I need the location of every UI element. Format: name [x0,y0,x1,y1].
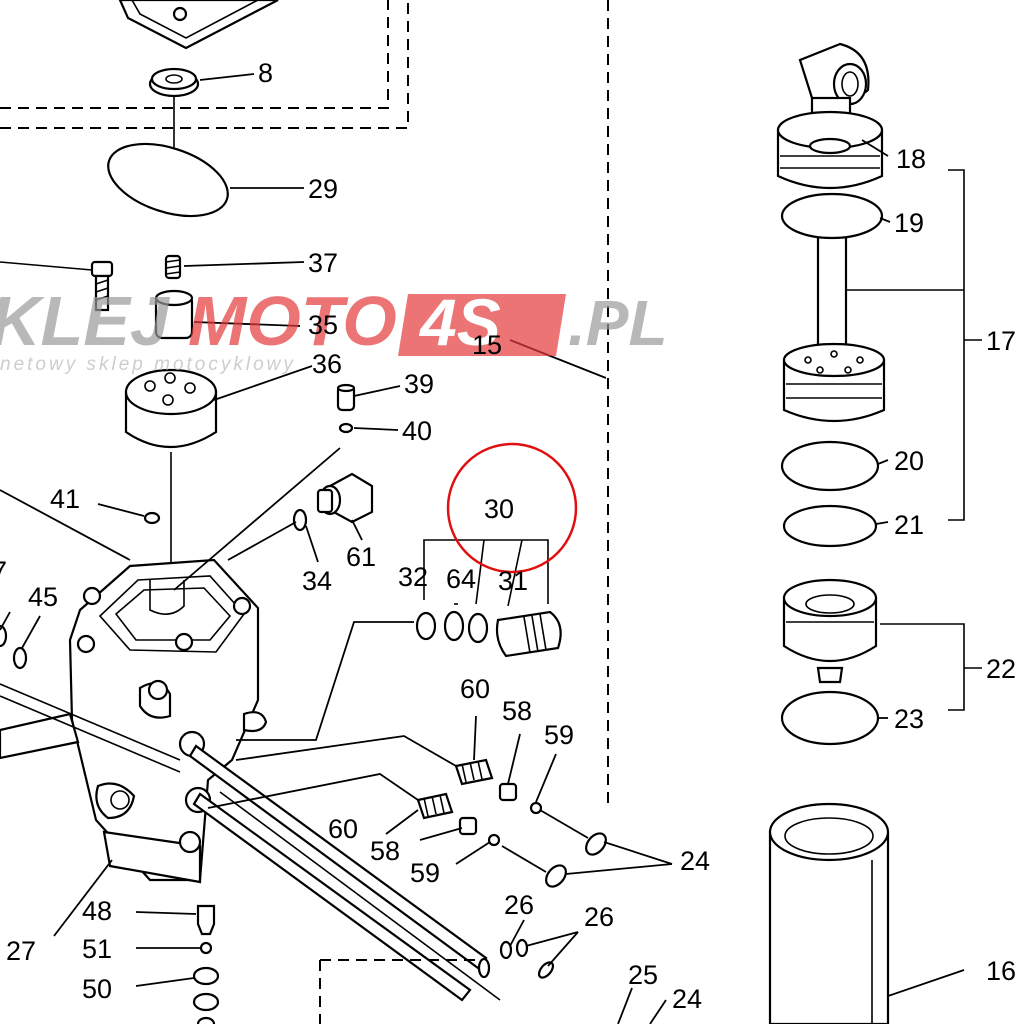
part-29-oring [107,142,229,218]
watermark-brand-box: 4S [418,285,501,359]
watermark-brand-mid: MOTO [188,282,397,360]
callout-58a: 58 [502,696,532,726]
watermark-brand-left: KLEJ [0,282,171,360]
part-47-washer [0,624,8,648]
part-35-sleeve [154,289,194,340]
callout-64: 64 [446,564,476,594]
callout-21: 21 [894,510,924,540]
callout-39: 39 [404,369,434,399]
callout-36: 36 [312,349,342,379]
springs-group [416,758,607,979]
callout-8: 8 [258,58,273,88]
callout-27: 27 [6,936,36,966]
part-22-gland [782,578,878,684]
part-30-bracket [423,539,549,607]
assembly-boundary-lines [0,0,609,808]
part-17-piston-rod-assembly [776,42,886,423]
part-8-washer [148,67,200,180]
part-20-oring [780,440,880,492]
watermark-brand-right: .PL [568,287,668,359]
watermark-tagline: netowy sklep motocyklowy [0,354,296,375]
rods [0,683,501,1024]
callout-24a: 24 [680,846,710,876]
part-37-setscrew [164,254,182,280]
cover-plate [118,0,279,50]
drain-parts-48-51-50 [192,904,220,1024]
callout-32: 32 [398,562,428,592]
part-61-plug [316,472,374,524]
callout-29: 29 [308,174,338,204]
highlight-circle-30 [446,442,578,574]
callout-58b: 58 [370,836,400,866]
callout-30: 30 [484,494,514,524]
callout-20: 20 [894,446,924,476]
callout-7: 7 [0,556,7,586]
group-brackets [846,169,982,711]
watermark: KLEJ MOTO 4S .PL netowy sklep motocyklow… [0,282,668,375]
watermark-box [398,294,566,356]
leader-lines [0,73,965,1024]
part-19-oring [780,192,884,240]
callout-labels: 8 29 37 35 36 15 39 40 41 61 34 7 45 30 … [0,58,1016,1014]
callout-48: 48 [82,896,112,926]
part-30-group [415,610,562,658]
callout-26b: 26 [584,902,614,932]
callout-60b: 60 [328,814,358,844]
part-34-washer [292,508,308,532]
callout-45: 45 [28,582,58,612]
callout-15: 15 [472,330,502,360]
callout-25: 25 [628,960,658,990]
callout-23: 23 [894,704,924,734]
callout-26a: 26 [504,890,534,920]
bolt-left [0,260,114,312]
part-16-cylinder [768,802,890,1024]
callout-35: 35 [308,310,338,340]
part-45-washer [12,646,28,670]
callout-18: 18 [896,144,926,174]
callout-22: 22 [986,654,1016,684]
part-21-oring [782,504,878,548]
callout-59a: 59 [544,720,574,750]
callout-51: 51 [82,934,112,964]
callout-37: 37 [308,248,338,278]
callout-59b: 59 [410,858,440,888]
callout-61: 61 [346,542,376,572]
callout-34: 34 [302,566,332,596]
callout-24b: 24 [672,984,702,1014]
small-parts-39-40-41 [143,383,356,525]
callout-40: 40 [402,416,432,446]
callout-19: 19 [894,208,924,238]
callout-16: 16 [986,956,1016,986]
callout-50: 50 [82,974,112,1004]
callout-41: 41 [50,484,80,514]
callout-31: 31 [498,566,528,596]
pump-housing [0,558,268,884]
callout-17: 17 [986,326,1016,356]
callout-60a: 60 [460,674,490,704]
part-23-oring [780,690,880,746]
